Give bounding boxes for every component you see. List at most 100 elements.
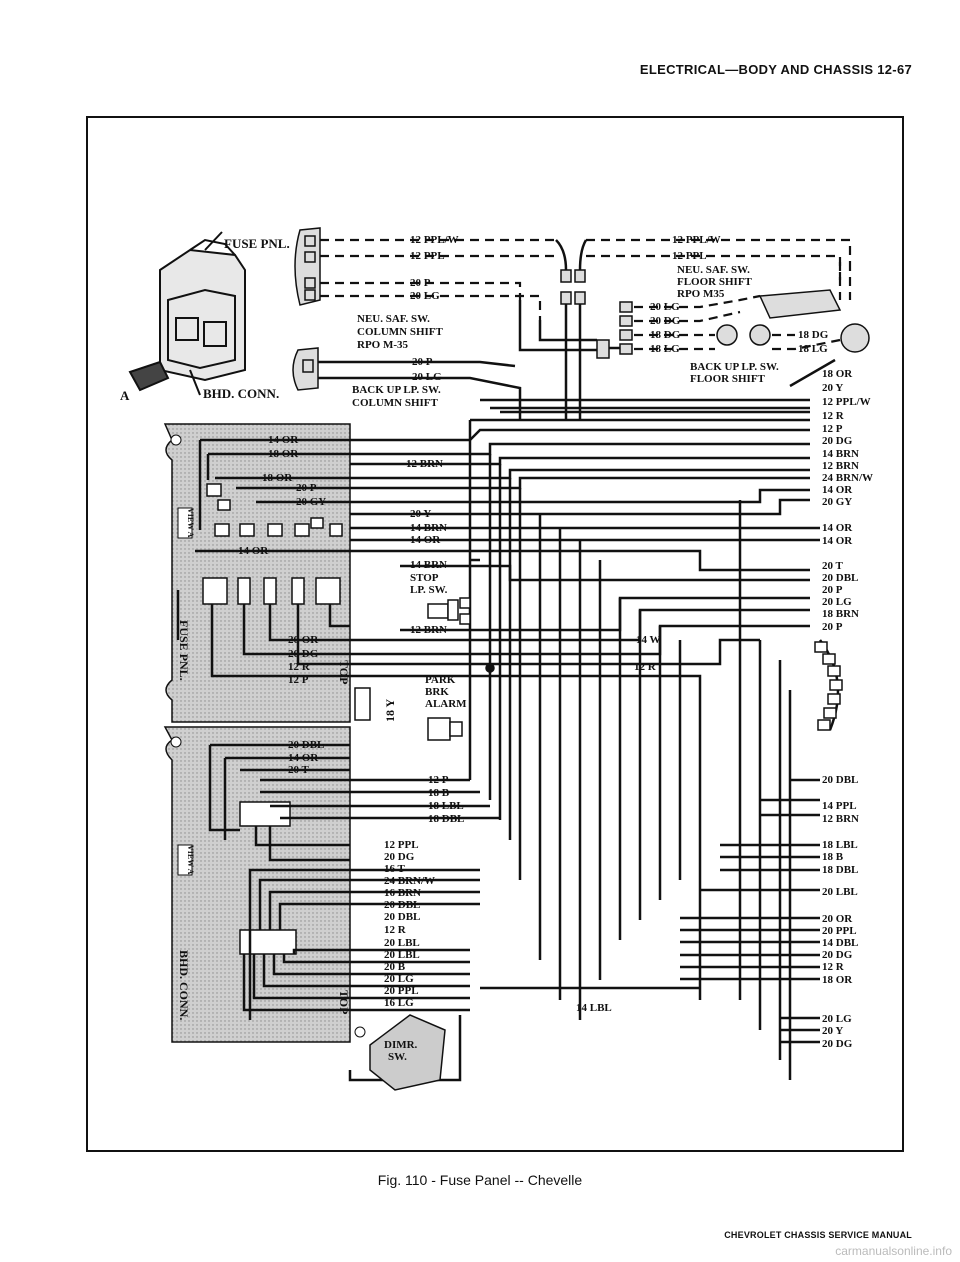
mid-12-brn-b: 12 BRN <box>410 624 447 636</box>
neu-floor-1: NEU. SAF. SW. <box>677 264 750 276</box>
wire-label-f6: 18 LG <box>798 343 828 355</box>
inset-view-label: A <box>120 388 130 403</box>
rc-g-0: 20 OR <box>822 913 853 925</box>
rc-a-7: 12 BRN <box>822 460 859 472</box>
side-view-a-2: VIEW A <box>186 845 195 875</box>
top-connectors <box>292 227 870 391</box>
rc-c-4: 18 BRN <box>822 608 859 620</box>
mid-12-r: 12 R <box>634 661 657 673</box>
fuse-blocks <box>202 483 343 955</box>
rc-a-1: 20 Y <box>822 382 843 394</box>
side-fuse-pnl: FUSE PNL. <box>177 620 191 681</box>
figure-caption: Fig. 110 - Fuse Panel -- Chevelle <box>377 1172 583 1188</box>
neu-col-1: NEU. SAF. SW. <box>357 313 430 325</box>
top-solid-wires <box>318 239 836 420</box>
inset-bhd-conn-label: BHD. CONN. <box>203 386 279 401</box>
neu-col-3: RPO M-35 <box>357 339 409 351</box>
rc-a-5: 20 DG <box>822 435 853 447</box>
backup-col-1: BACK UP LP. SW. <box>352 384 441 396</box>
rc-a-0: 18 OR <box>822 368 853 380</box>
fuse-label-6: 20 OR <box>288 634 319 646</box>
right-arc-connector <box>814 641 843 731</box>
rc-a-2: 12 PPL/W <box>822 396 871 408</box>
rc-g-4: 12 R <box>822 961 845 973</box>
rc-g-1: 20 PPL <box>822 925 857 937</box>
rc-c-3: 20 LG <box>822 596 852 608</box>
page-header: ELECTRICAL—BODY AND CHASSIS 12-67 <box>639 62 912 77</box>
low-col-12: 20 PPL <box>384 985 419 997</box>
rc-g-5: 18 OR <box>822 974 853 986</box>
bhd-label-1: 14 OR <box>288 752 319 764</box>
wire-label-f2: 20 DG <box>650 315 681 327</box>
dimr-1: DIMR. <box>384 1039 418 1051</box>
fuse-label-1: 18 OR <box>268 448 299 460</box>
wire-label-f1: 20 LG <box>650 301 680 313</box>
low-col-0: 12 PPL <box>384 839 419 851</box>
neu-floor-3: RPO M35 <box>677 288 725 300</box>
mid-col-0: 12 P <box>428 774 449 786</box>
watermark: carmanualsonline.info <box>835 1244 952 1258</box>
fuse-label-8: 12 R <box>288 661 311 673</box>
fuse-label-7: 20 DG <box>288 648 319 660</box>
rc-g-2: 14 DBL <box>822 937 858 949</box>
inset-fuse-pnl-label: FUSE PNL. <box>224 236 290 251</box>
rc-h-1: 20 Y <box>822 1025 843 1037</box>
wire-label-l1: 12 PPL/W <box>410 234 459 246</box>
neu-floor-2: FLOOR SHIFT <box>677 276 753 288</box>
park-2: BRK <box>425 686 449 698</box>
mid-col-3: 18 DBL <box>428 813 464 825</box>
bhd-label-0: 20 DBL <box>288 739 324 751</box>
switch-components <box>369 597 495 1091</box>
backup-floor-2: FLOOR SHIFT <box>690 373 766 385</box>
rc-e-1: 18 B <box>822 851 844 863</box>
low-col-13: 16 LG <box>384 997 414 1009</box>
rc-c-2: 20 P <box>822 584 843 596</box>
side-top-2: TOP <box>337 990 351 1014</box>
rc-c-1: 20 DBL <box>822 572 858 584</box>
mid-col-1: 18 B <box>428 787 450 799</box>
side-view-a-1: VIEW A <box>186 508 195 538</box>
rc-a-9: 14 OR <box>822 484 853 496</box>
rc-d-0: 20 DBL <box>822 774 858 786</box>
backup-col-2: COLUMN SHIFT <box>352 397 439 409</box>
wire-label-l3: 20 P <box>410 277 431 289</box>
wire-label-bk2: 20 LG <box>412 371 442 383</box>
backup-floor-1: BACK UP LP. SW. <box>690 361 779 373</box>
mid-12-brn: 12 BRN <box>406 458 443 470</box>
neu-col-2: COLUMN SHIFT <box>357 326 444 338</box>
diagram-frame <box>86 116 904 1152</box>
mid-14-brn-b: 14 BRN <box>410 559 447 571</box>
park-1: PARK <box>425 674 456 686</box>
side-top-1: TOP <box>337 660 351 684</box>
mid-18-y: 18 Y <box>383 698 397 722</box>
rc-f-0: 20 LBL <box>822 886 858 898</box>
fuse-label-3: 20 P <box>296 482 317 494</box>
rc-d-1: 14 PPL <box>822 800 857 812</box>
low-col-1: 20 DG <box>384 851 415 863</box>
rc-b-1: 14 OR <box>822 535 853 547</box>
fuse-label-5: 14 OR <box>238 545 269 557</box>
dimr-2: SW. <box>388 1051 407 1063</box>
footer-manual-title: CHEVROLET CHASSIS SERVICE MANUAL <box>724 1230 912 1240</box>
top-dashed-wires <box>320 238 852 351</box>
wire-label-l4: 20 LG <box>410 290 440 302</box>
rc-a-6: 14 BRN <box>822 448 859 460</box>
stop-sw-2: LP. SW. <box>410 584 448 596</box>
low-col-3: 24 BRN/W <box>384 875 435 887</box>
rc-a-4: 12 P <box>822 423 843 435</box>
rc-a-8: 24 BRN/W <box>822 472 873 484</box>
fuse-label-0: 14 OR <box>268 434 299 446</box>
rc-b-0: 14 OR <box>822 522 853 534</box>
park-3: ALARM <box>425 698 467 710</box>
wire-label-f3: 18 DG <box>650 329 681 341</box>
rc-e-0: 18 LBL <box>822 839 858 851</box>
rc-h-2: 20 DG <box>822 1038 853 1050</box>
rc-c-0: 20 T <box>822 560 844 572</box>
mid-14-or: 14 OR <box>410 534 441 546</box>
low-col-11: 20 LG <box>384 973 414 985</box>
bhd-label-2: 20 T <box>288 764 310 776</box>
wire-label-r1: 12 PPL/W <box>672 234 721 246</box>
mid-col-2: 18 LBL <box>428 800 464 812</box>
wire-label-f4: 18 LG <box>650 343 680 355</box>
low-col-4: 16 BRN <box>384 887 421 899</box>
